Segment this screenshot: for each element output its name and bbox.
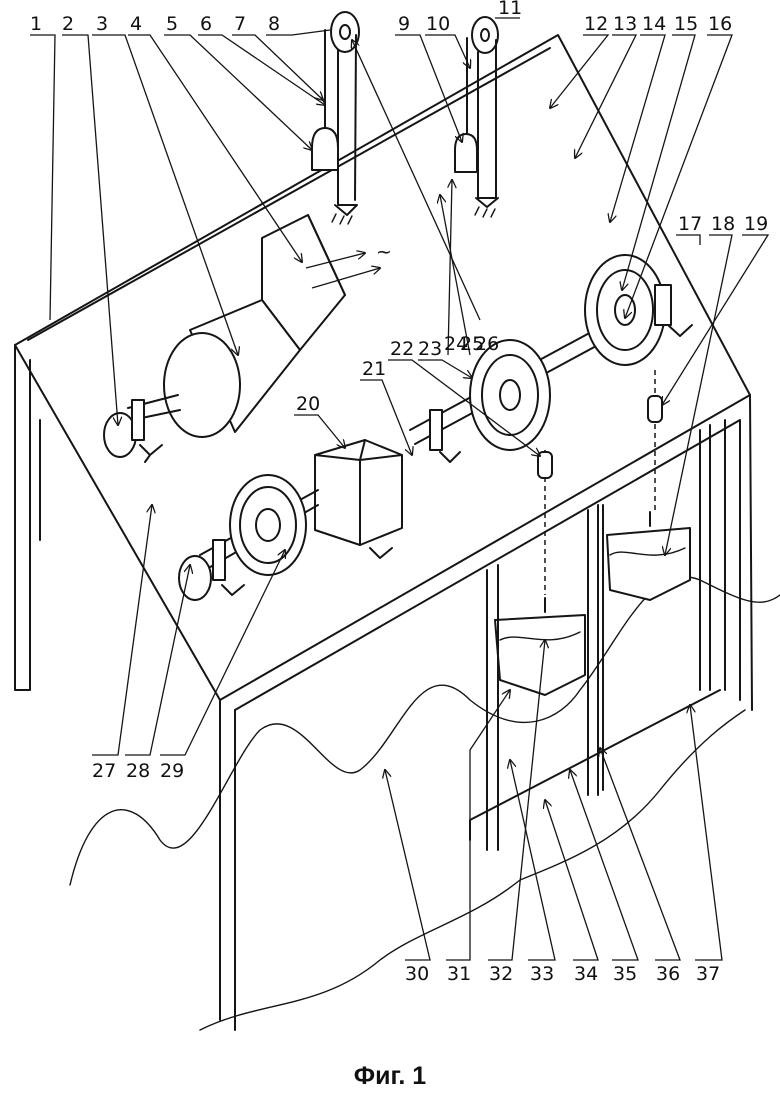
label-17: 17 <box>678 213 702 235</box>
label-36: 36 <box>656 963 680 985</box>
label-19: 19 <box>744 213 768 235</box>
bearing-21 <box>430 410 460 462</box>
label-34: 34 <box>574 963 598 985</box>
drum-15 <box>585 255 665 365</box>
label-15: 15 <box>674 13 698 35</box>
figure-caption: Фиг. 1 <box>0 1062 780 1091</box>
label-33: 33 <box>530 963 554 985</box>
label-14: 14 <box>642 13 666 35</box>
weight-5 <box>312 128 338 170</box>
label-4: 4 <box>130 13 142 35</box>
label-18: 18 <box>711 213 735 235</box>
label-21: 21 <box>362 358 386 380</box>
label-5: 5 <box>166 13 178 35</box>
label-26: 26 <box>475 333 499 355</box>
label-31: 31 <box>447 963 471 985</box>
label-20: 20 <box>296 393 320 415</box>
label-27: 27 <box>92 760 116 782</box>
label-2: 2 <box>62 13 74 35</box>
label-22: 22 <box>390 338 414 360</box>
label-32: 32 <box>489 963 513 985</box>
ac-symbol: ~ <box>376 241 392 263</box>
label-30: 30 <box>405 963 429 985</box>
container-17 <box>607 512 690 600</box>
label-10: 10 <box>426 13 450 35</box>
labels-bottom: 27 28 29 30 31 32 33 34 35 36 37 <box>92 760 720 985</box>
container-33 <box>495 598 585 695</box>
hook-19 <box>648 396 662 422</box>
label-11: 11 <box>498 0 522 19</box>
patent-drawing: ~ <box>0 0 780 1040</box>
label-37: 37 <box>696 963 720 985</box>
label-7: 7 <box>234 13 246 35</box>
hook-22 <box>538 452 552 478</box>
label-13: 13 <box>613 13 637 35</box>
label-6: 6 <box>200 13 212 35</box>
gearbox <box>315 440 402 558</box>
label-1: 1 <box>30 13 42 35</box>
bearing-motor <box>132 400 162 462</box>
label-23: 23 <box>418 338 442 360</box>
label-9: 9 <box>398 13 410 35</box>
drum-29 <box>230 475 306 575</box>
label-35: 35 <box>613 963 637 985</box>
pulley-11 <box>467 17 498 217</box>
label-3: 3 <box>96 13 108 35</box>
label-29: 29 <box>160 760 184 782</box>
label-16: 16 <box>708 13 732 35</box>
label-28: 28 <box>126 760 150 782</box>
weight-9 <box>455 134 477 172</box>
label-12: 12 <box>584 13 608 35</box>
label-8: 8 <box>268 13 280 35</box>
